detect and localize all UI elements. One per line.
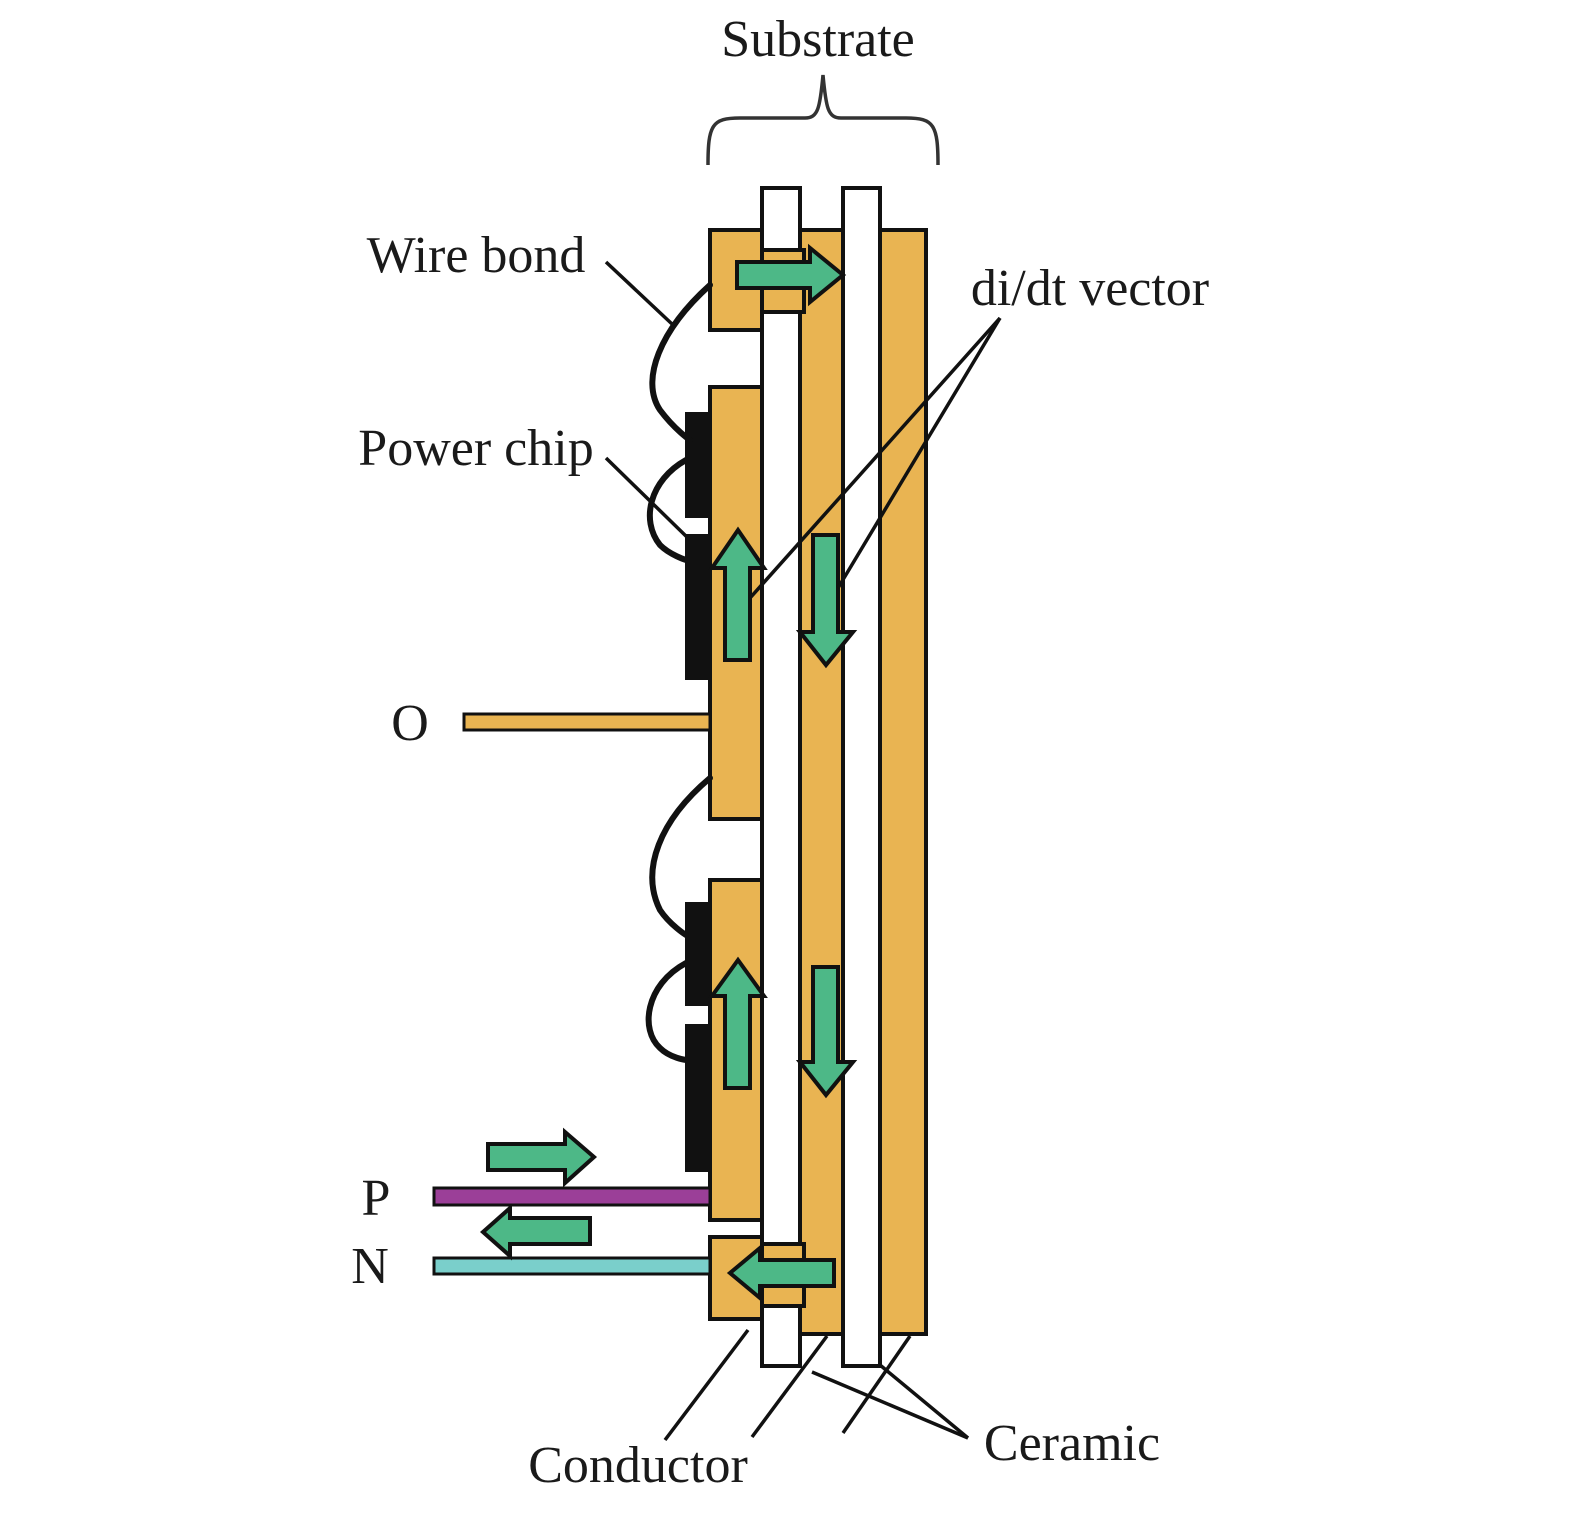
didt-arrow-n-terminal-left — [479, 1203, 592, 1261]
terminal-o-label: O — [391, 695, 429, 752]
power-chip-1 — [685, 412, 710, 518]
ceramic-label: Ceramic — [984, 1415, 1160, 1472]
substrate-label: Substrate — [721, 11, 915, 68]
power-chip-leader — [604, 456, 692, 542]
wire-bond-top — [649, 282, 713, 443]
conductor-leader-2 — [750, 1334, 829, 1439]
substrate-middle-conductor — [798, 228, 845, 1336]
didt-arrow-p-terminal-right — [486, 1127, 598, 1188]
didt-arrow-top-right — [735, 243, 847, 307]
didt-leader-1 — [748, 316, 1002, 600]
didt-arrow-lower-chip-up — [708, 956, 768, 1090]
terminal-p-bar — [432, 1186, 712, 1207]
didt-arrow-bottom-left — [726, 1243, 836, 1303]
terminal-p-label: P — [362, 1170, 391, 1227]
wire-bond-lower — [645, 960, 689, 1063]
ceramic-leader-2 — [878, 1363, 970, 1440]
power-chip-label: Power chip — [358, 420, 593, 477]
ceramic-leader-1 — [811, 1370, 969, 1440]
didt-arrow-upper-substrate-down — [795, 533, 858, 669]
didt-leader-2 — [836, 317, 1002, 589]
didt-arrow-upper-chip-up — [708, 526, 768, 662]
terminal-n-bar — [432, 1256, 712, 1276]
didt-arrow-lower-substrate-down — [795, 965, 858, 1099]
wire-bond-label: Wire bond — [367, 227, 586, 284]
ceramic-layer-outer — [841, 186, 882, 1368]
substrate-outer-conductor — [878, 228, 928, 1336]
wire-bond-upper — [646, 457, 689, 563]
conductor-label: Conductor — [528, 1437, 748, 1494]
power-chip-4 — [685, 1024, 710, 1172]
terminal-n-label: N — [351, 1238, 389, 1295]
wire-bond-middle — [649, 775, 713, 938]
terminal-o-bar — [462, 712, 712, 732]
power-chip-3 — [685, 902, 710, 1006]
wire-bond-leader — [604, 260, 674, 326]
conductor-leader-1 — [663, 1328, 750, 1442]
conductor-leader-3 — [841, 1335, 912, 1434]
substrate-brace — [706, 74, 940, 166]
power-chip-2 — [685, 534, 710, 680]
ceramic-layer-inner — [760, 186, 802, 1368]
didt-vector-label: di/dt vector — [971, 260, 1209, 317]
